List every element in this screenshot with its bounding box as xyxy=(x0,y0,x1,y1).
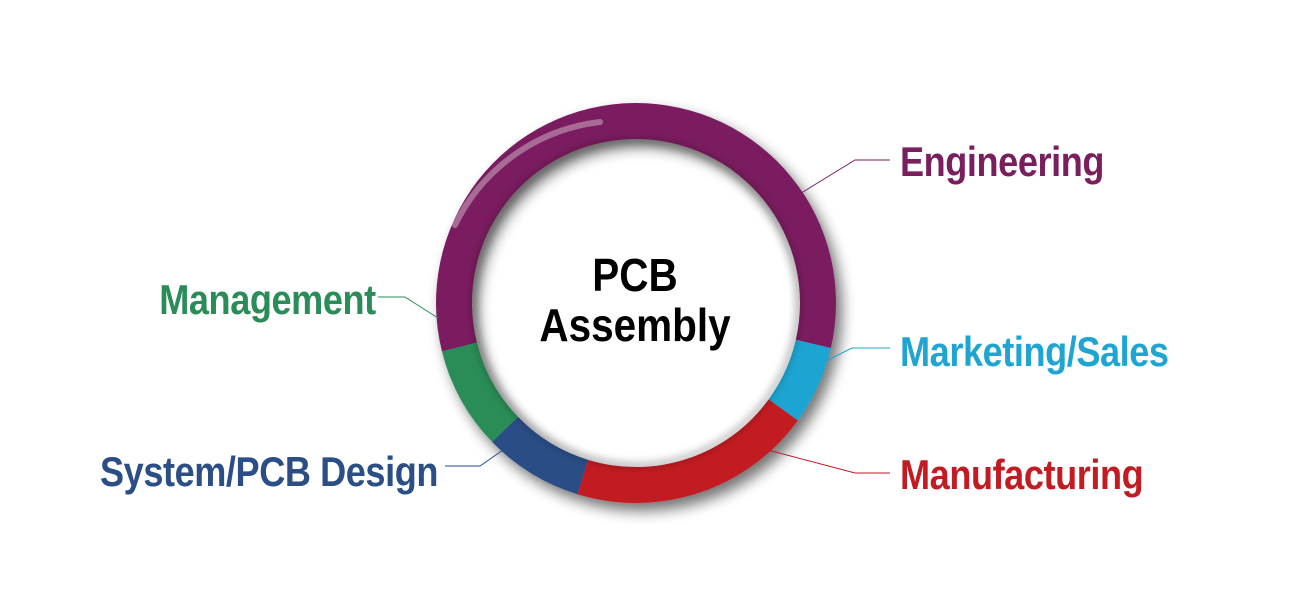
center-title-line1: PCB xyxy=(592,249,678,301)
label-manufacturing: Manufacturing xyxy=(900,451,1144,498)
segment-engineering xyxy=(435,102,837,352)
ring xyxy=(435,102,837,503)
label-engineering: Engineering xyxy=(900,138,1104,185)
leader-marketing-sales xyxy=(811,347,890,369)
label-system-pcb-design: System/PCB Design xyxy=(100,448,438,495)
leader-manufacturing xyxy=(759,447,890,474)
segment-marketing-sales xyxy=(768,339,831,421)
leader-engineering xyxy=(797,159,890,196)
leader-system-pcb-design xyxy=(445,449,504,467)
segment-management xyxy=(441,342,519,442)
ring-inner-rim xyxy=(472,139,800,467)
segment-system-pcb-design xyxy=(492,416,589,495)
center-title: PCB Assembly xyxy=(503,250,767,350)
ring-highlight xyxy=(452,119,603,228)
center-title-line2: Assembly xyxy=(539,299,731,351)
segment-manufacturing xyxy=(577,399,798,503)
leader-management xyxy=(378,296,439,319)
label-management: Management xyxy=(159,276,377,323)
label-marketing-sales: Marketing/Sales xyxy=(900,328,1169,375)
